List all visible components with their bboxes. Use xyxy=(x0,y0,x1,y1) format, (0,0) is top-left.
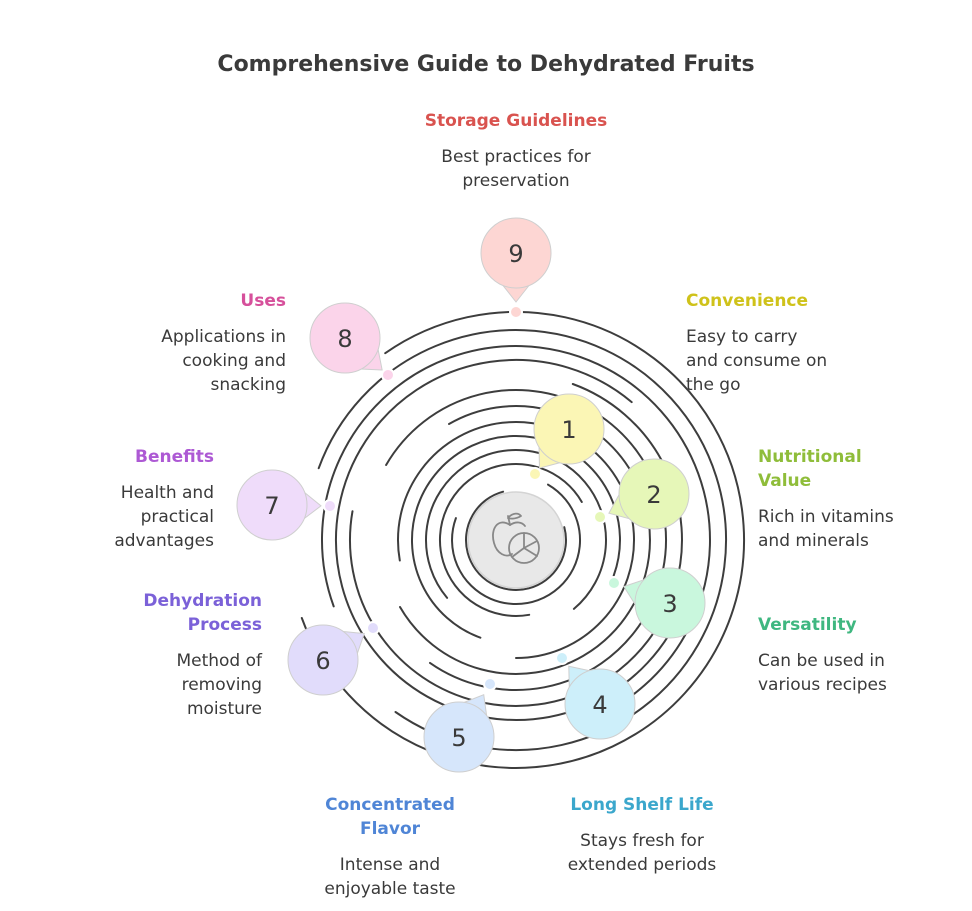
bubble-number: 7 xyxy=(264,492,279,520)
label-title: Benefits xyxy=(135,447,214,467)
label-title: Storage Guidelines xyxy=(424,111,608,131)
anchor-dot xyxy=(366,621,380,635)
bubble-3: 3 xyxy=(607,567,706,639)
bubble-number: 1 xyxy=(561,416,576,444)
spiral-arc xyxy=(410,435,621,639)
bubble-2: 2 xyxy=(593,458,690,530)
spiral-arc xyxy=(425,448,607,610)
bubble-number: 8 xyxy=(337,325,352,353)
bubble-number: 4 xyxy=(592,691,607,719)
bubble-9: 9 xyxy=(480,217,552,319)
spiral-arc xyxy=(465,490,567,591)
bubble-4: 4 xyxy=(555,651,636,740)
bubble-1: 1 xyxy=(528,393,605,481)
anchor-dot xyxy=(607,576,621,590)
anchor-dot xyxy=(528,467,542,481)
bubble-number: 6 xyxy=(315,647,330,675)
label-title: Long Shelf Life xyxy=(570,795,714,815)
anchor-dot xyxy=(555,651,569,665)
bubble-6: 6 xyxy=(287,621,380,696)
label-title: Versatility xyxy=(758,615,857,635)
fruit-icon xyxy=(492,512,540,564)
anchor-dot xyxy=(381,368,395,382)
bubble-number: 9 xyxy=(508,240,523,268)
anchor-dot xyxy=(509,305,523,319)
spiral-arc xyxy=(439,462,583,617)
spiral-arc xyxy=(317,329,728,752)
anchor-dot xyxy=(323,499,337,513)
anchor-dot xyxy=(483,677,497,691)
center-hub xyxy=(467,491,565,589)
label-title: Uses xyxy=(240,291,286,311)
label-title: Convenience xyxy=(686,291,809,311)
page-title: Comprehensive Guide to Dehydrated Fruits xyxy=(217,52,755,77)
bubble-number: 5 xyxy=(451,724,466,752)
bubble-5: 5 xyxy=(423,677,497,773)
bubble-8: 8 xyxy=(309,302,395,382)
bubble-number: 3 xyxy=(662,590,677,618)
numbered-bubbles: 1 2 3 4 5 6 7 8 9 xyxy=(236,217,706,773)
anchor-dot xyxy=(593,510,607,524)
spiral-arc xyxy=(451,483,582,605)
bubble-7: 7 xyxy=(236,469,337,541)
spiral-arc xyxy=(300,310,746,769)
bubble-number: 2 xyxy=(646,481,661,509)
